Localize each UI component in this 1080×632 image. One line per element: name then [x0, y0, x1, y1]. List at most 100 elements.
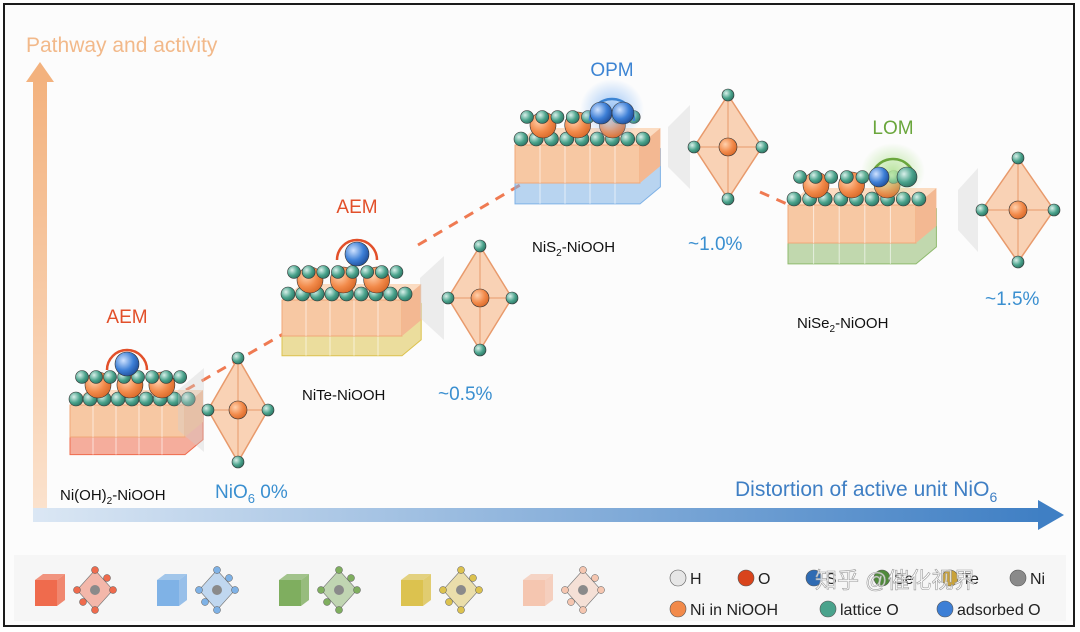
legend-block-3 — [279, 566, 361, 614]
lattice-o-atom — [201, 403, 215, 417]
legend-atom-o: O — [737, 569, 770, 588]
stage-label: Ni(OH)2-NiOOH — [60, 487, 166, 507]
lattice-o-atom — [687, 140, 701, 154]
lattice-o-atom — [635, 131, 651, 147]
lattice-o-atom — [103, 370, 117, 384]
lattice-o-atom — [896, 166, 918, 188]
lattice-o-atom — [441, 291, 455, 305]
legend-atom-se: Se — [873, 569, 914, 588]
ni-center-atom — [1008, 200, 1028, 220]
svg-text:H: H — [690, 571, 702, 588]
lattice-o-atom — [1047, 203, 1061, 217]
surface-atoms — [280, 265, 413, 302]
lattice-o-atom — [721, 192, 735, 206]
lattice-o-atom — [565, 110, 580, 124]
adsorbed-o-atom — [868, 166, 890, 188]
ni-center-atom — [228, 400, 248, 420]
legend-atom2-1: Ni in NiOOH — [669, 600, 778, 619]
stage-1: AEM Ni(OH)2-NiOOH NiO6 0% — [60, 307, 288, 507]
ni-center-atom — [470, 288, 490, 308]
lattice-o-atom — [473, 239, 487, 253]
lattice-o-atom — [824, 170, 839, 184]
legend-block-5 — [523, 566, 605, 614]
lattice-o-atom — [173, 370, 187, 384]
mechanism-label: AEM — [336, 197, 377, 218]
lattice-o-atom — [159, 370, 173, 384]
stage-label: NiTe-NiOOH — [302, 387, 385, 404]
lattice-o-atom — [301, 265, 316, 279]
svg-text:Te: Te — [962, 571, 979, 588]
lattice-o-atom — [397, 286, 413, 302]
x-axis-label: Distortion of active unit NiO6 — [735, 478, 997, 505]
mechanism-label: OPM — [590, 60, 633, 81]
adsorbed-o-atom — [611, 101, 635, 125]
lattice-o-atom — [180, 391, 196, 407]
nio6-octahedron — [668, 88, 769, 206]
lattice-o-atom — [89, 370, 103, 384]
y-axis-label: Pathway and activity — [26, 34, 218, 57]
mechanism-aem: AEM — [335, 197, 379, 267]
mechanism-label: AEM — [106, 307, 147, 328]
lattice-o-atom — [520, 110, 534, 124]
stage-4: LOM NiSe2-NiOOH ~1.5% — [786, 118, 1061, 335]
lattice-o-atom — [231, 351, 245, 365]
lattice-o-atom — [389, 265, 404, 279]
svg-text:S: S — [826, 571, 837, 588]
mechanism-opm: OPM — [580, 60, 644, 139]
nio6-octahedron — [958, 151, 1061, 269]
surface-atoms — [513, 110, 651, 147]
legend-atom-h: H — [669, 569, 702, 588]
legend-atom2-3: adsorbed O — [936, 600, 1041, 619]
adsorbed-o-atom — [344, 241, 370, 267]
distortion-value: NiO6 0% — [215, 482, 288, 506]
stage-label: NiSe2-NiOOH — [797, 315, 888, 335]
stage-label: NiS2-NiOOH — [532, 239, 615, 259]
lattice-o-atom — [68, 391, 84, 407]
lattice-o-atom — [345, 265, 360, 279]
legend: H O S Se Te Ni Ni in NiOOH lattice O adsorbed O — [14, 555, 1066, 621]
lattice-o-atom — [513, 131, 529, 147]
nio6-octahedron — [420, 239, 519, 357]
lattice-o-atom — [75, 370, 89, 384]
lattice-o-atom — [331, 265, 345, 279]
lattice-o-atom — [231, 455, 245, 469]
lattice-o-atom — [383, 286, 398, 302]
watermark: 知乎 @催化视界 — [815, 568, 975, 593]
figure-frame — [3, 3, 1075, 627]
lattice-o-atom — [280, 286, 296, 302]
lattice-o-atom — [145, 370, 159, 384]
adsorbed-o-atom — [589, 101, 613, 125]
lattice-o-atom — [353, 286, 369, 302]
ni-center-atom — [718, 137, 738, 157]
legend-atom-s: S — [805, 569, 837, 588]
svg-text:Ni: Ni — [1030, 571, 1045, 588]
stages-layer: AEM Ni(OH)2-NiOOH NiO6 0% AEM NiTe-NiOOH ~0.5… — [60, 60, 1061, 507]
lattice-o-atom — [535, 110, 550, 124]
lattice-o-atom — [505, 291, 519, 305]
lattice-o-atom — [261, 403, 275, 417]
lattice-o-atom — [375, 265, 389, 279]
legend-atom-te: Te — [941, 569, 979, 588]
lattice-o-atom — [360, 265, 374, 279]
lattice-o-atom — [721, 88, 735, 102]
lattice-o-atom — [911, 191, 927, 207]
lattice-o-atom — [808, 170, 823, 184]
nio6-octahedron — [178, 351, 275, 469]
lattice-o-atom — [138, 391, 154, 407]
legend-block-1 — [35, 566, 117, 614]
lattice-o-atom — [793, 170, 807, 184]
stage-2: AEM NiTe-NiOOH ~0.5% — [280, 197, 519, 405]
lattice-o-atom — [1011, 151, 1025, 165]
distortion-value: ~0.5% — [438, 384, 493, 405]
mechanism-lom: LOM — [861, 118, 925, 199]
legend-atom2-2: lattice O — [819, 600, 899, 619]
lattice-o-atom — [131, 370, 145, 384]
distortion-value: ~1.5% — [985, 289, 1040, 310]
lattice-o-atom — [840, 170, 854, 184]
surface-atoms — [68, 370, 196, 407]
lattice-o-atom — [786, 191, 802, 207]
lattice-o-atom — [316, 265, 331, 279]
svg-text:Se: Se — [894, 571, 914, 588]
